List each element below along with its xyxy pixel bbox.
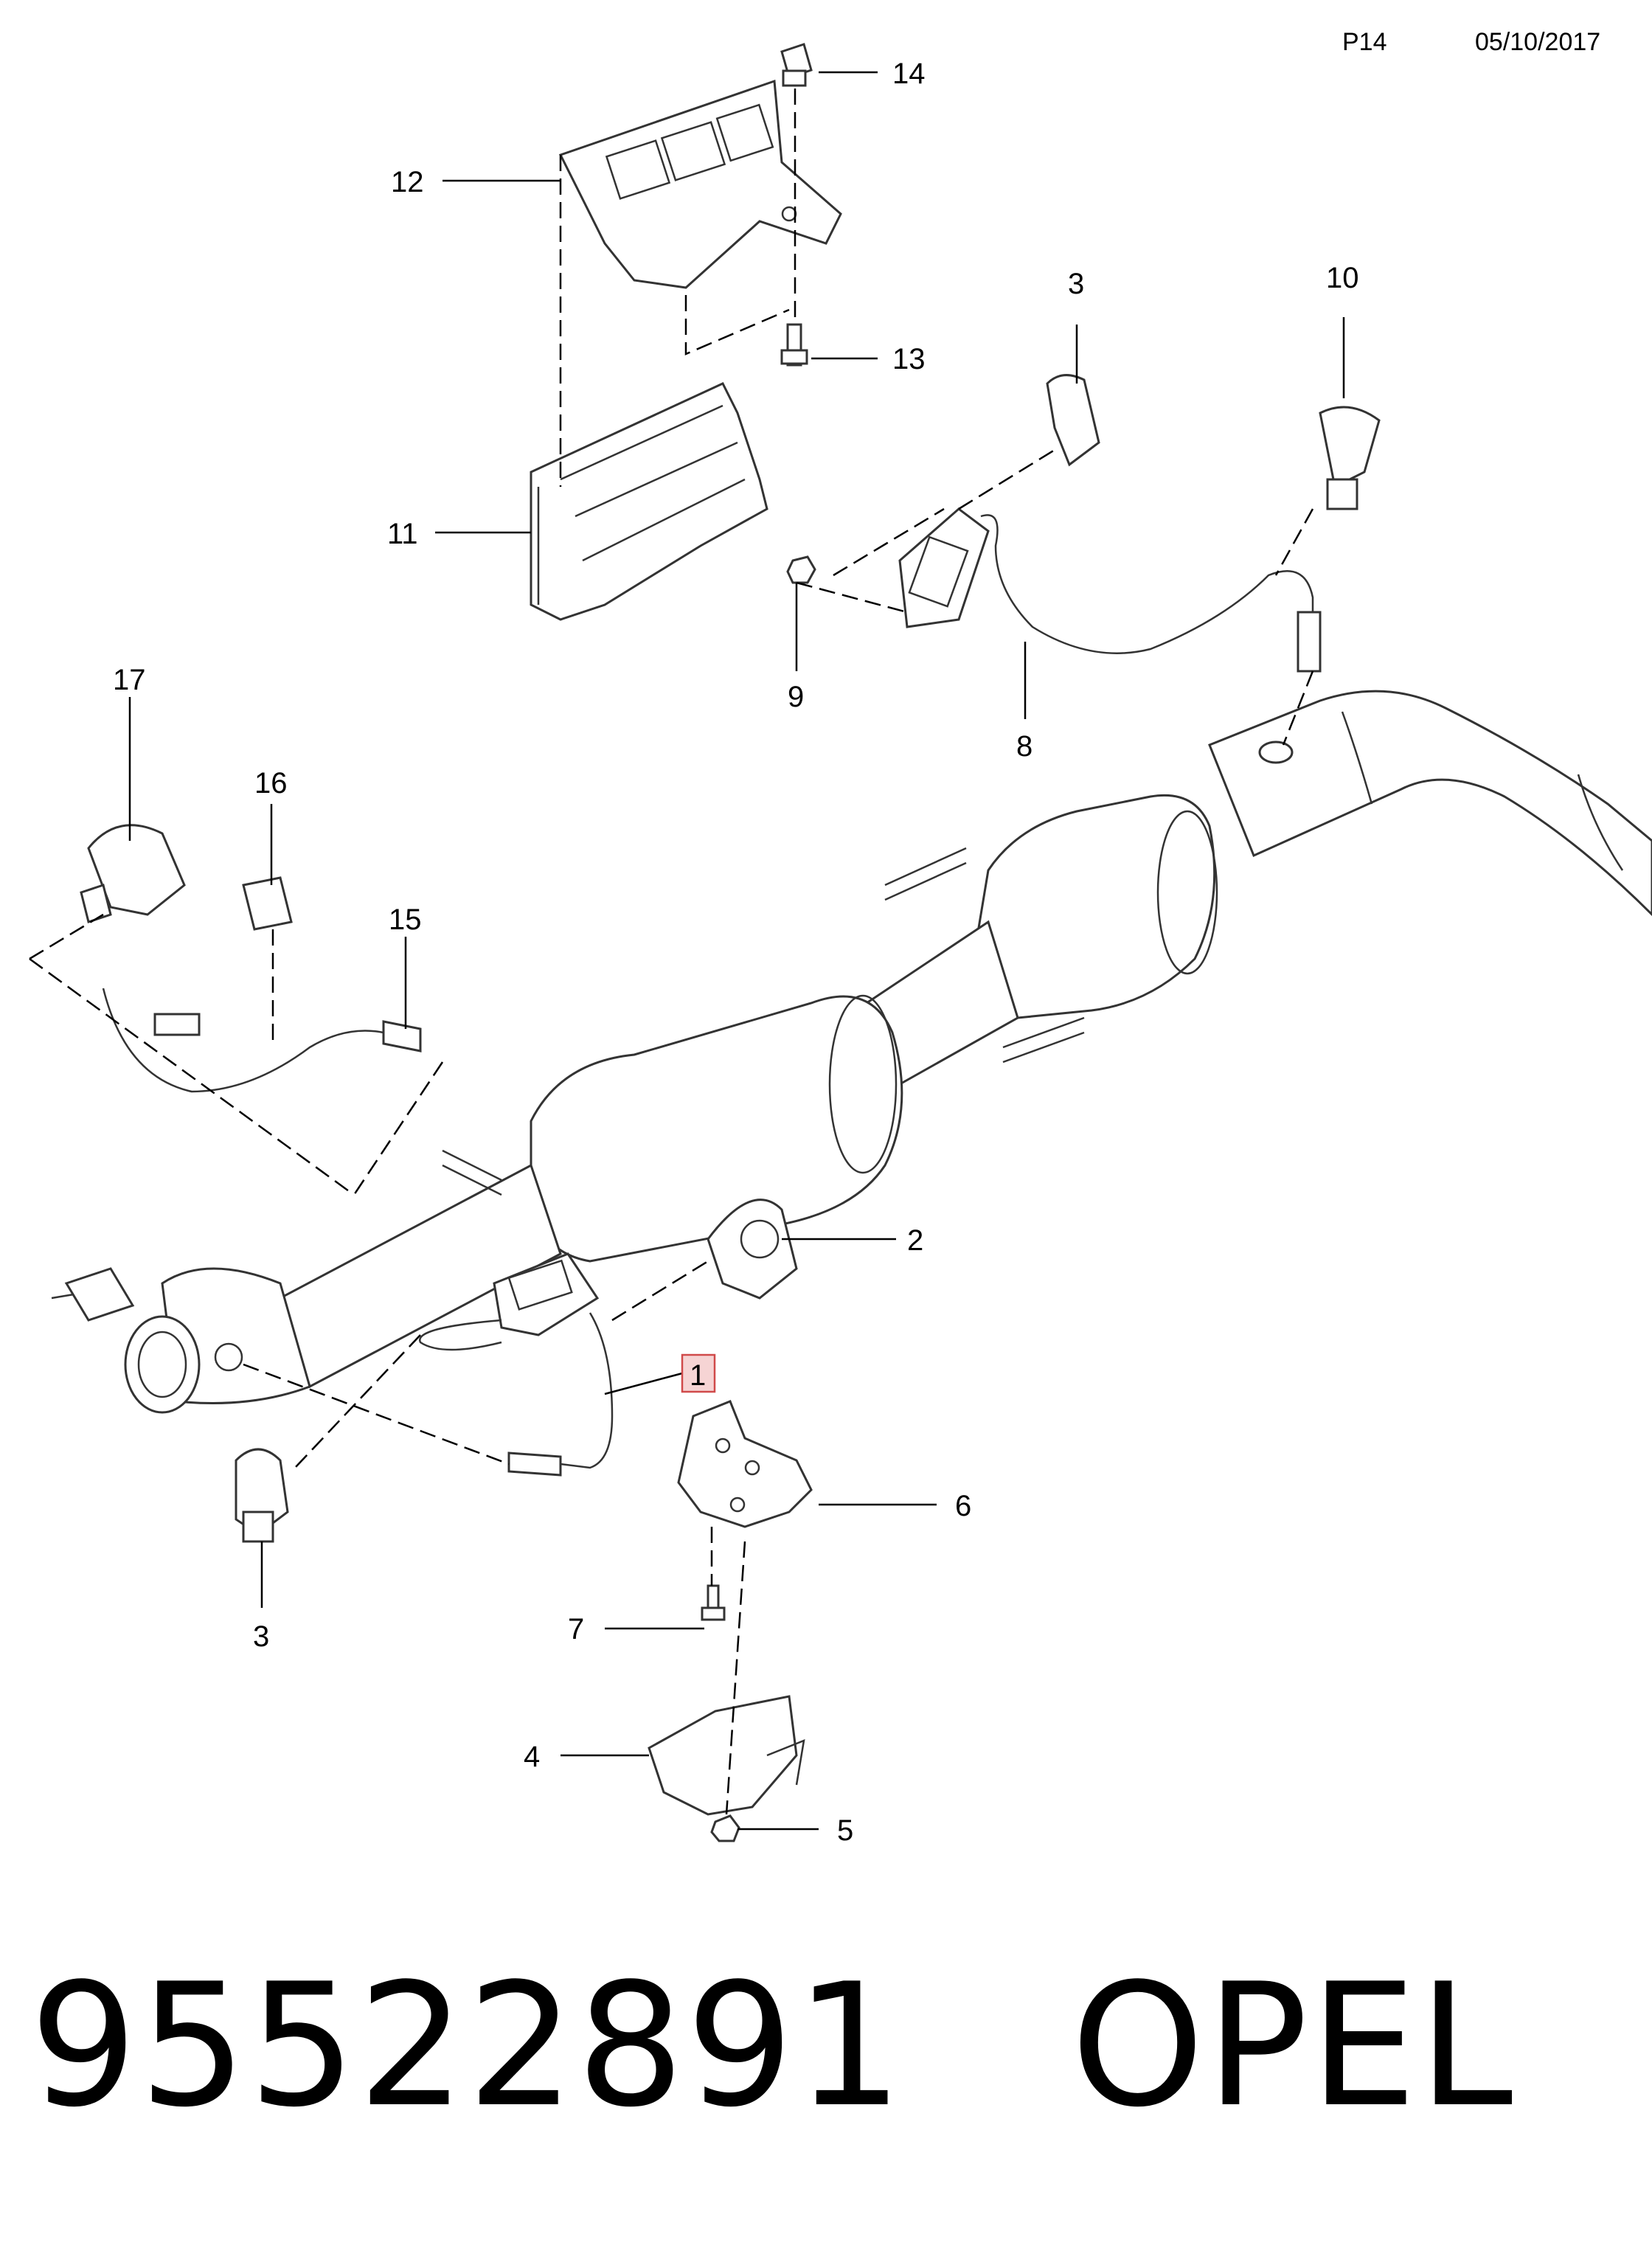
stud-14 bbox=[780, 43, 813, 87]
exhaust-pipe-assembly bbox=[51, 690, 1652, 1414]
callout-14: 14 bbox=[892, 58, 926, 90]
callout-1-highlight bbox=[681, 1353, 716, 1393]
revision-date: 05/10/2017 bbox=[1475, 28, 1601, 56]
callout-10: 10 bbox=[1326, 262, 1359, 294]
page-number: P14 bbox=[1342, 28, 1387, 56]
leader-lines bbox=[128, 71, 1345, 1831]
clamp-2 bbox=[707, 1199, 798, 1300]
clip-3-upper bbox=[1046, 374, 1100, 467]
lower-heat-shield bbox=[530, 382, 768, 621]
callout-9: 9 bbox=[788, 681, 804, 713]
brand-name: OPEL bbox=[1071, 1948, 1515, 2145]
callout-8: 8 bbox=[1016, 730, 1032, 763]
callout-12: 12 bbox=[391, 166, 424, 198]
callout-13: 13 bbox=[892, 343, 926, 375]
nox-sensor-15 bbox=[102, 988, 422, 1093]
nox-control-module-8 bbox=[898, 507, 1322, 673]
screw-7 bbox=[701, 1584, 726, 1621]
callout-3-upper: 3 bbox=[1068, 268, 1084, 300]
callout-5: 5 bbox=[837, 1814, 853, 1847]
callout-16: 16 bbox=[254, 767, 288, 800]
exhaust-parts-diagram: 1 2 3 3 4 5 6 7 8 9 10 11 12 13 14 15 16… bbox=[29, 43, 1652, 1847]
clip-17 bbox=[80, 824, 186, 923]
clip-10 bbox=[1319, 406, 1381, 510]
callout-4: 4 bbox=[524, 1741, 540, 1773]
callout-6: 6 bbox=[955, 1490, 971, 1522]
callout-2: 2 bbox=[907, 1224, 923, 1257]
bracket-4 bbox=[648, 1695, 805, 1816]
callout-17: 17 bbox=[113, 664, 146, 696]
clip-16 bbox=[242, 876, 293, 931]
part-number-footer: 95522891 OPEL bbox=[30, 1962, 1514, 2132]
callout-1: 1 bbox=[690, 1359, 706, 1392]
callout-3-lower: 3 bbox=[253, 1620, 269, 1653]
callout-15: 15 bbox=[389, 903, 422, 936]
bolt-13 bbox=[780, 323, 808, 367]
upper-heat-shield-bracket bbox=[558, 79, 842, 289]
clip-3-lower bbox=[235, 1448, 289, 1543]
callout-11: 11 bbox=[387, 518, 418, 550]
nut-5 bbox=[710, 1814, 740, 1842]
callout-7: 7 bbox=[568, 1613, 584, 1645]
part-number: 95522891 bbox=[30, 1948, 905, 2145]
bracket-6 bbox=[677, 1400, 813, 1528]
nut-9 bbox=[786, 555, 816, 584]
nox-sensor-1 bbox=[419, 1252, 614, 1477]
